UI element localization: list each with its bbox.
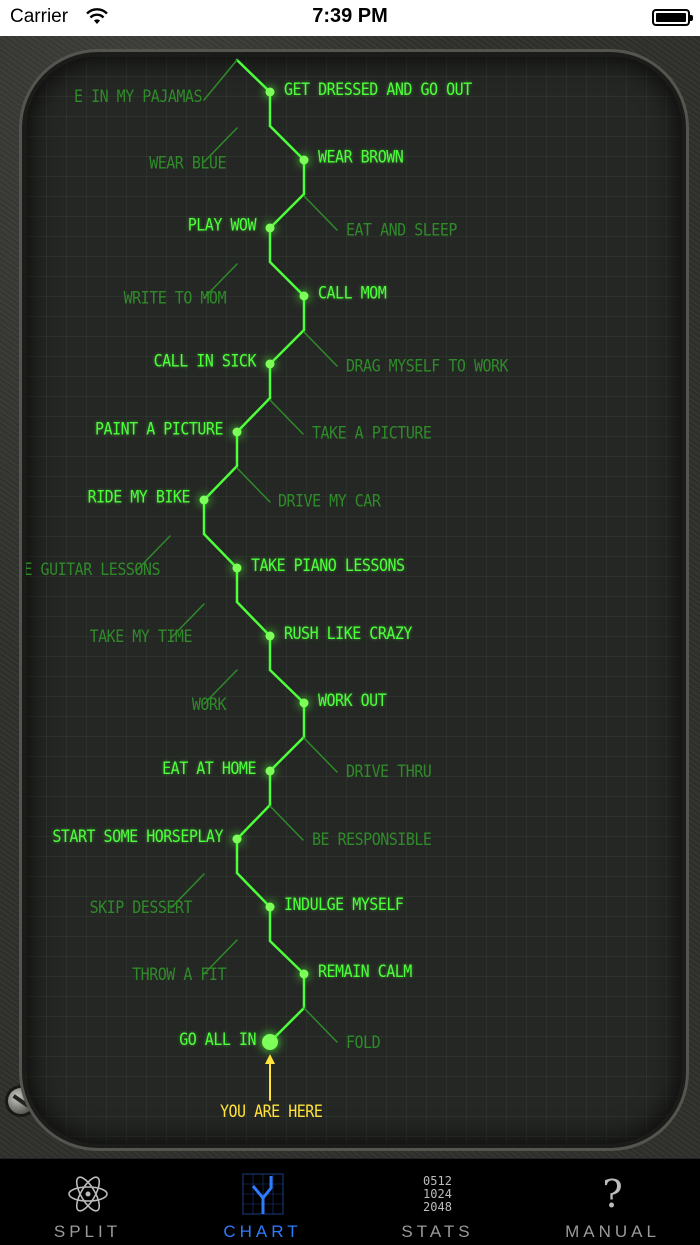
tree-branch-line [268,124,306,162]
choice-label-unchosen: WRITE TO MOM [123,287,227,309]
tree-branch-line [202,464,239,502]
tree-node[interactable] [265,766,275,776]
choice-label-chosen[interactable]: CALL MOM [318,282,387,304]
tree-branch-line [235,803,272,841]
tree-branch-line [268,328,306,366]
tree-branch-line [268,1006,306,1044]
tree-branch-line [235,600,272,638]
you-are-here-label: YOU ARE HERE [220,1100,323,1122]
choice-label-unchosen: WORK [191,693,227,715]
tab-stats[interactable]: 0512 1024 2048 STATS [350,1159,525,1245]
stats-numbers-icon: 0512 1024 2048 [423,1173,452,1214]
tab-chart-label: CHART [223,1222,302,1241]
tree-node[interactable] [299,698,309,708]
tree-branch-line [203,59,238,101]
tree-branch-line [268,939,306,976]
choice-label-chosen[interactable]: GO ALL IN [179,1028,256,1050]
tree-branch-line [268,192,306,230]
choice-label-unchosen: FOLD [346,1031,381,1053]
choice-label-unchosen: DRAG MYSELF TO WORK [346,355,509,377]
choice-label-unchosen: SKIP DESSERT [89,896,193,918]
tree-node[interactable] [232,834,242,844]
choice-label-unchosen: DRIVE THRU [346,760,432,782]
tab-manual-label: MANUAL [565,1222,660,1241]
tree-node[interactable] [265,87,275,97]
tree-branch-line [235,871,272,909]
question-icon: ? [602,1172,623,1216]
tree-branch-line [235,396,272,434]
tree-node[interactable] [232,563,242,573]
tree-branch-line [269,399,304,435]
choice-label-unchosen: E IN MY PAJAMAS [74,85,202,107]
choice-label-chosen[interactable]: WORK OUT [318,689,387,711]
tab-bar: SPLIT CHART 0512 1024 2048 STATS ? MANUA… [0,1158,700,1245]
tree-branch-line [236,467,271,503]
tree-branch-line [303,737,338,773]
tree-branch-line [136,535,171,571]
tab-stats-label: STATS [401,1222,474,1241]
decision-tree-screen[interactable]: GET DRESSED AND GO OUT WEAR BROWN PLAY WOW… [26,56,682,1144]
choice-label-unchosen: TAKE A PICTURE [312,422,432,444]
tab-chart[interactable]: CHART [175,1159,350,1245]
choice-label-unchosen: THROW A FIT [132,963,226,985]
tree-node[interactable] [262,1034,278,1050]
decision-tree-lines [136,58,338,1101]
tree-node[interactable] [299,969,309,979]
tree-node[interactable] [265,631,275,641]
tree-branch-line [303,1007,338,1043]
tree-branch-line [235,58,272,94]
tree-branch-line [268,735,306,773]
tree-branch-line [269,805,304,841]
tree-node[interactable] [299,291,309,301]
choice-label-chosen[interactable]: RUSH LIKE CRAZY [284,622,412,644]
choice-label-chosen[interactable]: GET DRESSED AND GO OUT [284,78,472,100]
choice-label-chosen[interactable]: INDULGE MYSELF [284,893,404,915]
chart-tree-icon [175,1171,350,1217]
tree-branch-line [303,195,338,231]
choice-label-chosen[interactable]: START SOME HORSEPLAY [52,825,223,847]
tab-split[interactable]: SPLIT [0,1159,175,1245]
tree-branch-line [203,127,238,163]
tree-node[interactable] [232,427,242,437]
tree-node[interactable] [265,902,275,912]
choice-label-unchosen: EAT AND SLEEP [346,219,457,241]
choice-label-chosen[interactable]: PAINT A PICTURE [95,418,223,440]
choice-label-chosen[interactable]: PLAY WOW [187,214,257,236]
tab-manual[interactable]: ? MANUAL [525,1159,700,1245]
atom-icon [0,1171,175,1217]
tree-branch-line [170,873,205,909]
tree-branch-line [170,603,205,639]
choice-label-unchosen: DRIVE MY CAR [278,490,381,512]
choice-label-unchosen: WEAR BLUE [149,152,226,174]
choice-label-chosen[interactable]: RIDE MY BIKE [87,486,191,508]
choice-label-unchosen: TAKE MY TIME [89,625,193,647]
choice-label-unchosen: KE GUITAR LESSONS [26,558,161,580]
tree-branch-line [202,532,239,570]
battery-icon [652,9,693,26]
clock: 7:39 PM [312,5,388,27]
choice-label-chosen[interactable]: EAT AT HOME [162,757,256,779]
choice-label-chosen[interactable]: CALL IN SICK [153,350,257,372]
choice-label-unchosen: BE RESPONSIBLE [312,828,432,850]
tree-node[interactable] [265,223,275,233]
tree-node[interactable] [199,495,209,505]
tree-branch-line [268,260,306,298]
you-are-here-arrow-icon [265,1054,275,1064]
choice-label-chosen[interactable]: TAKE PIANO LESSONS [251,554,405,576]
tree-branch-line [268,668,306,705]
tree-branch-line [203,263,238,299]
tree-branch-line [303,331,338,367]
tree-node[interactable] [299,155,309,165]
tree-branch-line [203,939,238,975]
status-bar: Carrier 7:39 PM [0,0,700,36]
tree-node[interactable] [265,359,275,369]
tab-split-label: SPLIT [53,1222,122,1241]
choice-label-chosen[interactable]: WEAR BROWN [318,146,404,168]
carrier-label: Carrier [10,6,69,27]
tree-branch-line [203,669,238,705]
choice-label-chosen[interactable]: REMAIN CALM [318,960,412,982]
wifi-icon [86,8,108,30]
